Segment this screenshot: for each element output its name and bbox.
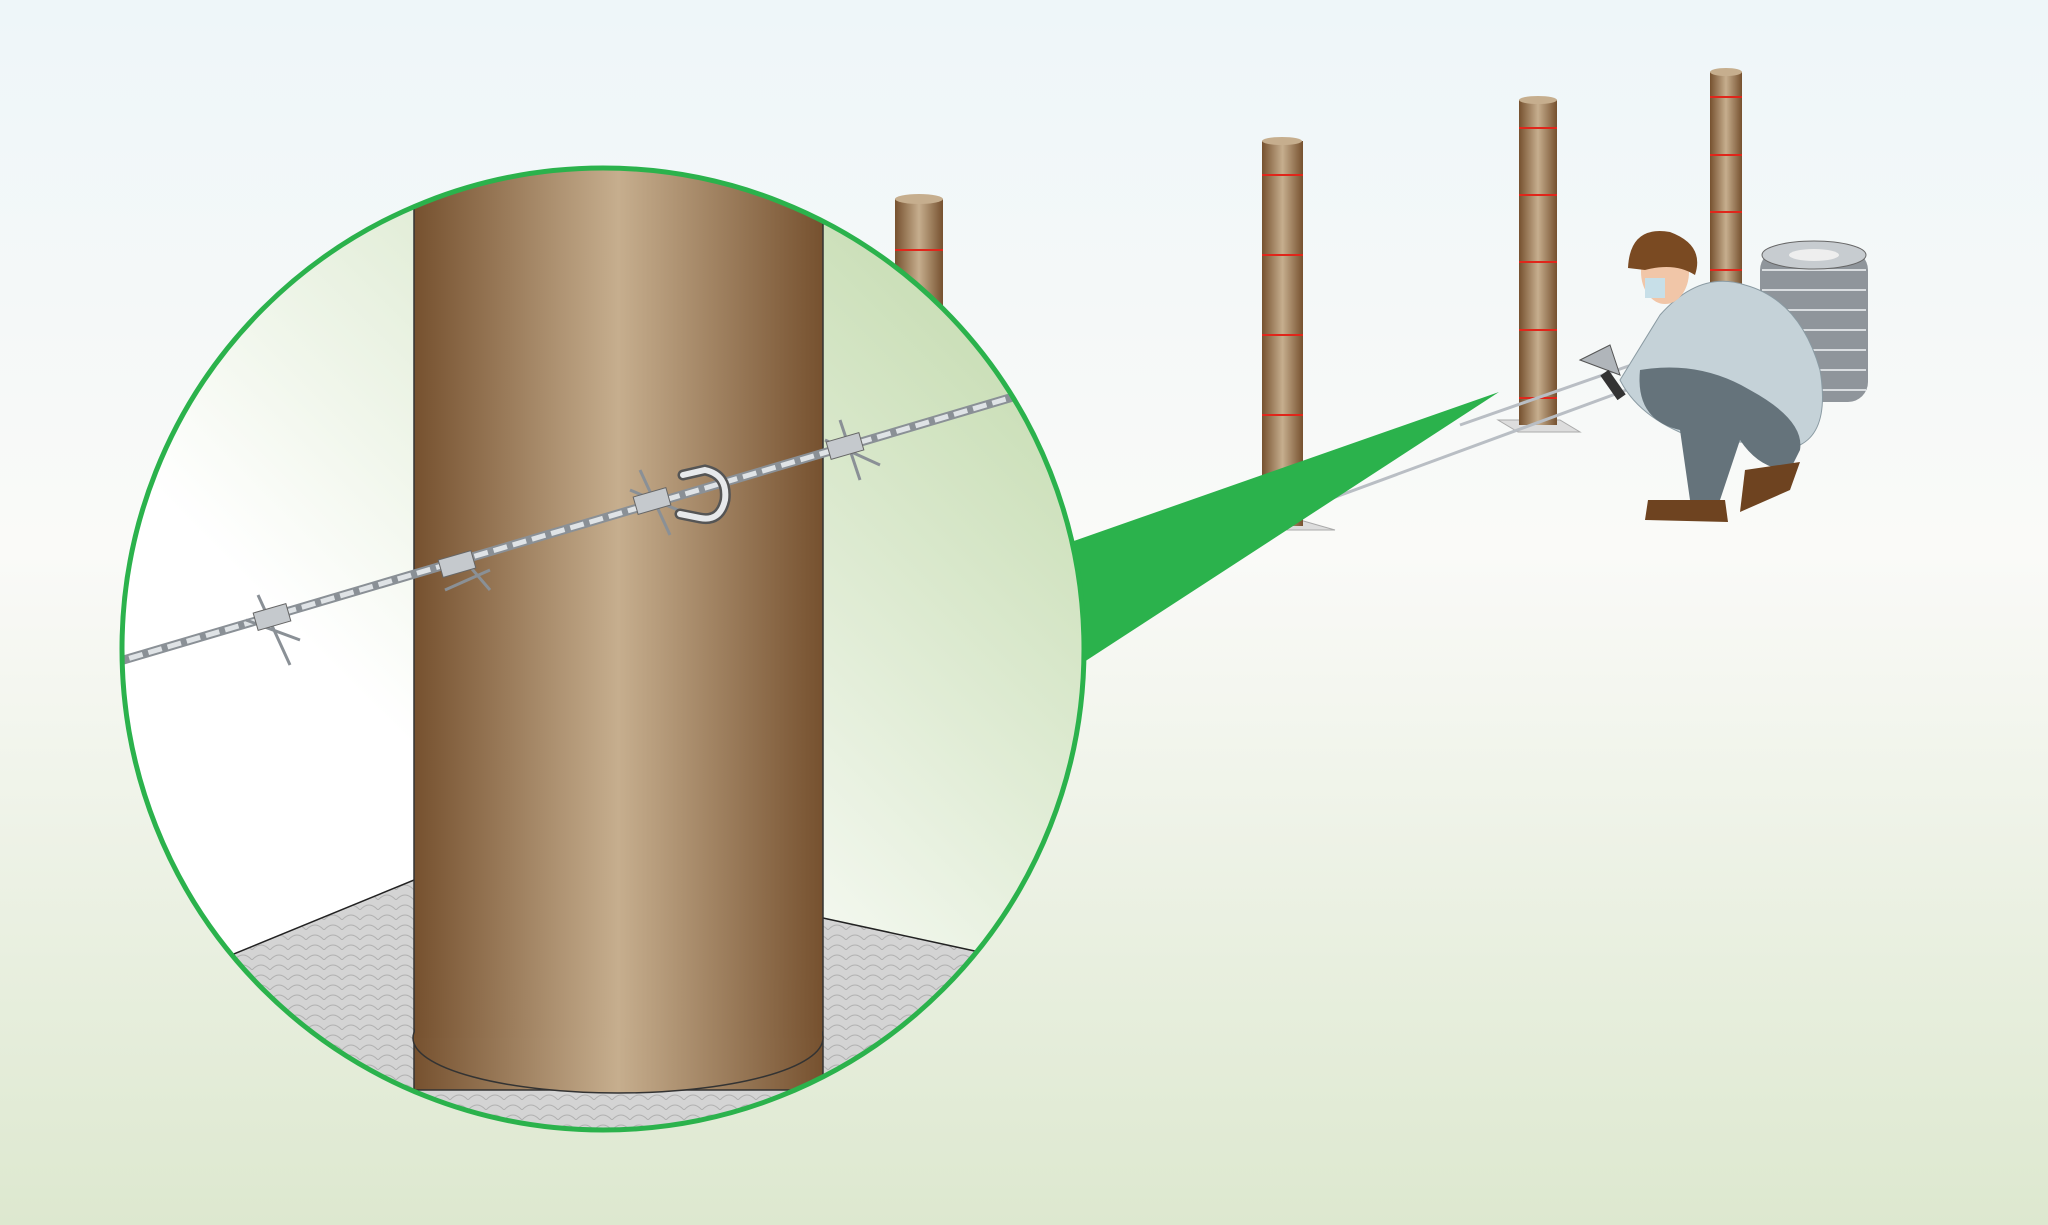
barbed-wire-distant bbox=[1299, 353, 1661, 512]
worker bbox=[1578, 231, 1823, 522]
barb-knot bbox=[825, 432, 865, 460]
fence-post-2 bbox=[1239, 137, 1336, 531]
fence-post-4 bbox=[1710, 68, 1742, 287]
fence-post-magnified bbox=[412, 168, 824, 1094]
callout-wedge bbox=[1071, 392, 1499, 662]
callout-ring bbox=[119, 165, 1087, 1133]
barb-knot bbox=[632, 487, 672, 515]
magnifier-callout bbox=[119, 165, 1087, 1133]
fence-post-3 bbox=[1496, 96, 1582, 433]
barb-knot bbox=[252, 603, 292, 631]
barbed-wire-magnified bbox=[122, 387, 1032, 669]
barb-knot bbox=[437, 550, 477, 578]
